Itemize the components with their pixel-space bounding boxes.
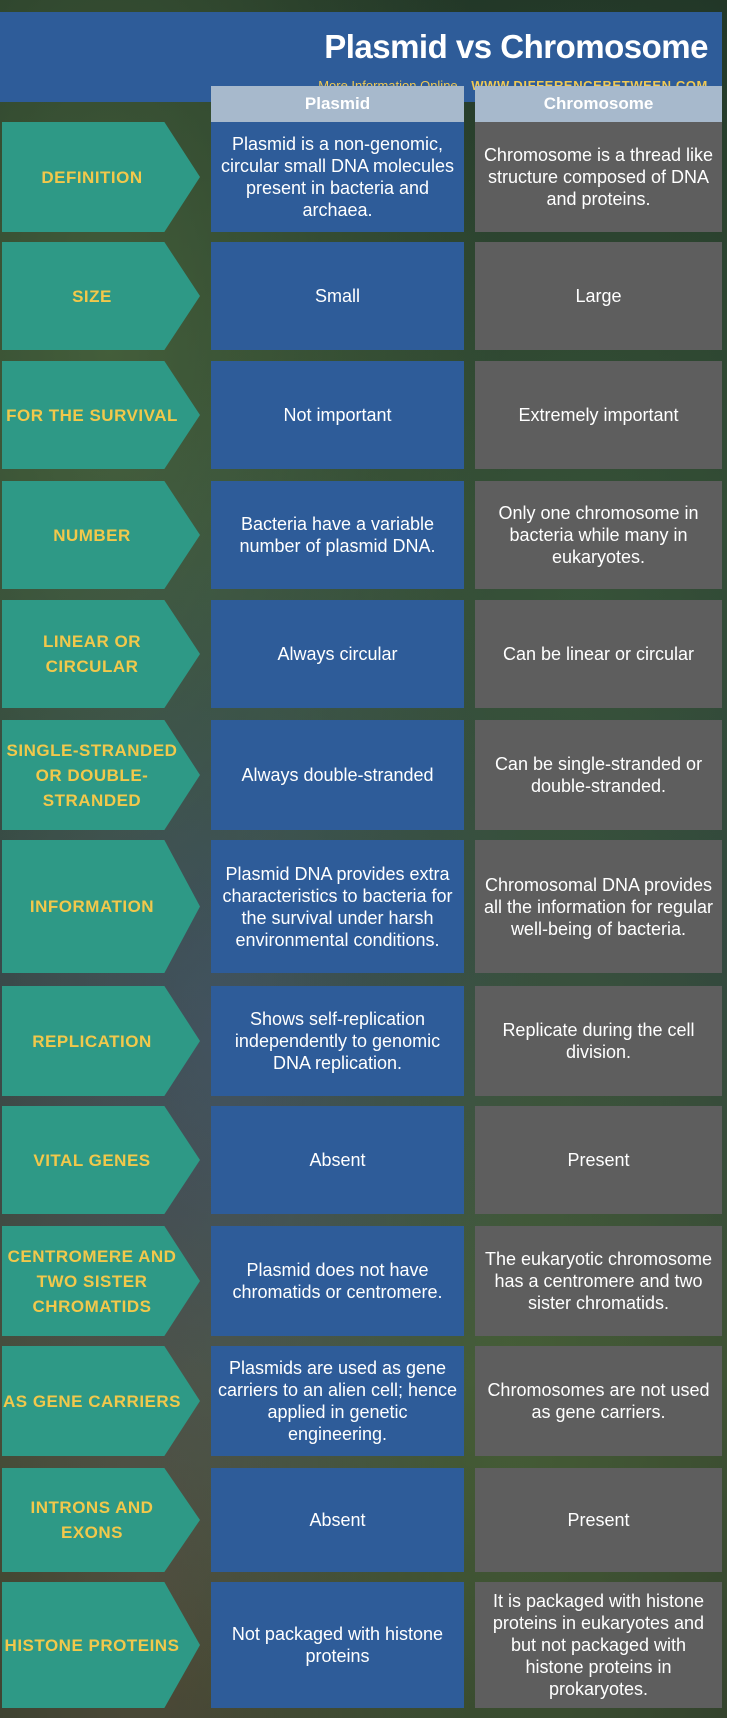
comparison-row-number: NUMBER Bacteria have a variable number o… [0,481,727,589]
chromosome-cell: It is packaged with histone proteins in … [475,1582,722,1708]
row-label: INTRONS AND EXONS [2,1468,200,1572]
comparison-row-strandedness: SINGLE-STRANDED OR DOUBLE-STRANDED Alway… [0,720,727,830]
comparison-row-replication: REPLICATION Shows self-replication indep… [0,986,727,1096]
comparison-row-vital-genes: VITAL GENES Absent Present [0,1106,727,1214]
plasmid-cell: Absent [211,1468,464,1572]
column-header-plasmid: Plasmid [211,86,464,122]
row-label: LINEAR OR CIRCULAR [2,600,200,708]
comparison-row-linear-circular: LINEAR OR CIRCULAR Always circular Can b… [0,600,727,708]
comparison-row-definition: DEFINITION Plasmid is a non-genomic, cir… [0,122,727,232]
comparison-row-gene-carriers: AS GENE CARRIERS Plasmids are used as ge… [0,1346,727,1456]
chromosome-cell: Chromosomes are not used as gene carrier… [475,1346,722,1456]
plasmid-cell: Plasmid is a non-genomic, circular small… [211,122,464,232]
column-header-chromosome: Chromosome [475,86,722,122]
comparison-row-introns-exons: INTRONS AND EXONS Absent Present [0,1468,727,1572]
plasmid-cell: Small [211,242,464,350]
row-label: SIZE [2,242,200,350]
chromosome-cell: Can be single-stranded or double-strande… [475,720,722,830]
plasmid-cell: Always circular [211,600,464,708]
row-label: DEFINITION [2,122,200,232]
chromosome-cell: Replicate during the cell division. [475,986,722,1096]
comparison-row-size: SIZE Small Large [0,242,727,350]
plasmid-cell: Plasmid DNA provides extra characteristi… [211,840,464,973]
chromosome-cell: Present [475,1106,722,1214]
row-label: SINGLE-STRANDED OR DOUBLE-STRANDED [2,720,200,830]
row-label: FOR THE SURVIVAL [2,361,200,469]
comparison-row-survival: FOR THE SURVIVAL Not important Extremely… [0,361,727,469]
plasmid-cell: Plasmids are used as gene carriers to an… [211,1346,464,1456]
row-label: AS GENE CARRIERS [2,1346,200,1456]
plasmid-cell: Not important [211,361,464,469]
page-title: Plasmid vs Chromosome [324,28,708,65]
chromosome-cell: Chromosomal DNA provides all the informa… [475,840,722,973]
plasmid-cell: Absent [211,1106,464,1214]
row-label: HISTONE PROTEINS [2,1582,200,1708]
chromosome-cell: The eukaryotic chromosome has a centrome… [475,1226,722,1336]
comparison-row-centromere: CENTROMERE AND TWO SISTER CHROMATIDS Pla… [0,1226,727,1336]
plasmid-cell: Shows self-replication independently to … [211,986,464,1096]
chromosome-cell: Present [475,1468,722,1572]
plasmid-cell: Not packaged with histone proteins [211,1582,464,1708]
chromosome-cell: Can be linear or circular [475,600,722,708]
row-label: REPLICATION [2,986,200,1096]
chromosome-cell: Only one chromosome in bacteria while ma… [475,481,722,589]
chromosome-cell: Large [475,242,722,350]
plasmid-cell: Plasmid does not have chromatids or cent… [211,1226,464,1336]
row-label: INFORMATION [2,840,200,973]
chromosome-cell: Chromosome is a thread like structure co… [475,122,722,232]
comparison-row-histone-proteins: HISTONE PROTEINS Not packaged with histo… [0,1582,727,1708]
row-label: CENTROMERE AND TWO SISTER CHROMATIDS [2,1226,200,1336]
plasmid-cell: Bacteria have a variable number of plasm… [211,481,464,589]
row-label: VITAL GENES [2,1106,200,1214]
plasmid-cell: Always double-stranded [211,720,464,830]
comparison-row-information: INFORMATION Plasmid DNA provides extra c… [0,840,727,973]
row-label: NUMBER [2,481,200,589]
chromosome-cell: Extremely important [475,361,722,469]
